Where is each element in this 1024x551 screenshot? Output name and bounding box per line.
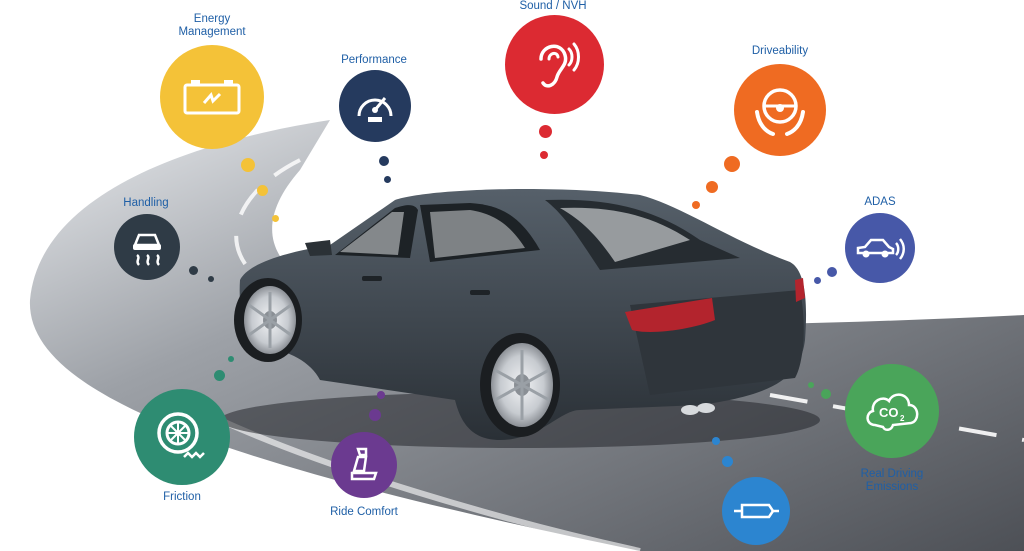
dot [189, 266, 198, 275]
dot [540, 151, 548, 159]
skid-car-icon [133, 233, 161, 266]
dot [827, 267, 837, 277]
dot [724, 156, 740, 172]
car-sensor-icon [856, 238, 905, 260]
dot [377, 391, 385, 399]
steering-wheel-icon [755, 88, 805, 136]
feature-label: Real Driving Emissions [860, 468, 924, 493]
battery-icon [183, 80, 241, 115]
dot [228, 356, 234, 362]
dot [706, 181, 718, 193]
feature-label: ADAS [864, 196, 896, 208]
svg-text:CO: CO [879, 405, 899, 420]
dot [712, 437, 720, 445]
feature-bubble [734, 64, 826, 156]
dot [539, 125, 552, 138]
dot [214, 370, 225, 381]
feature-label: Friction [163, 491, 201, 503]
dot [821, 389, 831, 399]
car [220, 188, 820, 448]
dot [208, 276, 214, 282]
feature-bubble [845, 213, 915, 283]
feature-label: Performance [341, 54, 407, 66]
dot [384, 176, 391, 183]
feature-bubble [722, 477, 790, 545]
co2-cloud-icon: CO 2 [866, 393, 919, 431]
dot [692, 201, 700, 209]
dot [722, 456, 733, 467]
ear-icon [538, 42, 580, 88]
feature-label: Energy Management [178, 13, 246, 38]
feature-label: Driveability [751, 45, 809, 57]
feature-bubble: CO 2 [845, 364, 939, 458]
dot [272, 215, 279, 222]
exhaust-muffler-icon [734, 503, 779, 519]
feature-bubble [134, 389, 230, 485]
dot [814, 277, 821, 284]
feature-bubble [505, 15, 604, 114]
dot [379, 156, 389, 166]
feature-bubble [331, 432, 397, 498]
speedometer-icon [357, 97, 393, 122]
feature-label: Ride Comfort [330, 506, 398, 518]
feature-label: Sound / NVH [519, 0, 587, 12]
dot [241, 158, 255, 172]
svg-text:2: 2 [900, 414, 905, 423]
dot [257, 185, 268, 196]
tire-icon [157, 412, 205, 459]
car-seat-icon [350, 447, 378, 481]
feature-bubble [114, 214, 180, 280]
dot [808, 382, 814, 388]
feature-bubble [339, 70, 411, 142]
feature-label: Handling [123, 197, 169, 209]
dot [369, 409, 381, 421]
feature-bubble [160, 45, 264, 149]
